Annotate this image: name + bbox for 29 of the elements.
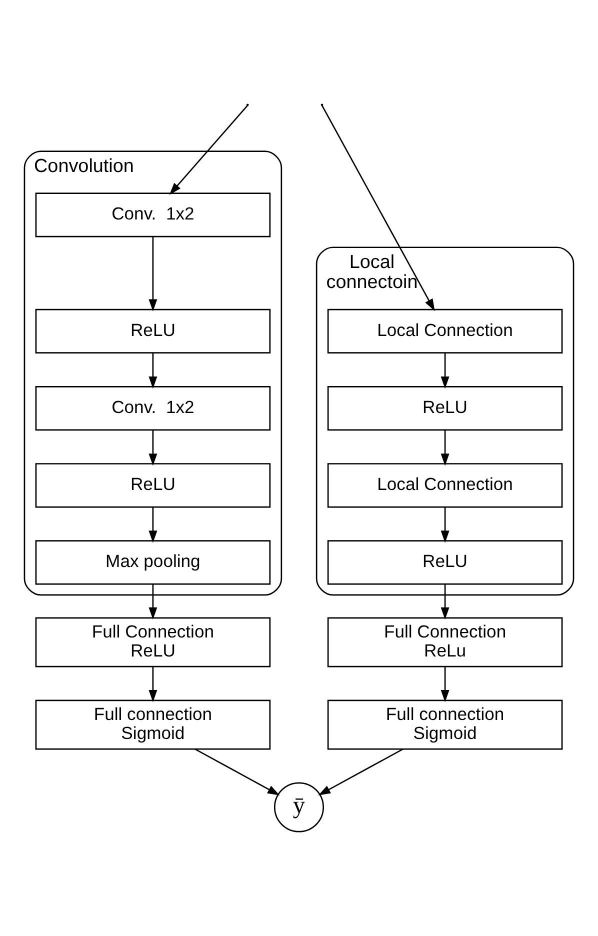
arrow <box>148 507 158 543</box>
node-box: Max pooling <box>35 540 271 585</box>
arrow <box>440 430 450 466</box>
node-box: Conv. 1x2 <box>35 386 271 431</box>
arrow <box>148 236 158 312</box>
node-box: Full connection Sigmoid <box>327 700 563 750</box>
arrow <box>440 507 450 543</box>
node-box: ReLU <box>327 540 563 585</box>
arrow <box>148 352 158 389</box>
arrow <box>148 584 158 620</box>
node-box: ReLU <box>327 386 563 431</box>
arrow <box>169 105 248 195</box>
arrow <box>440 352 450 389</box>
node-circle: ȳ <box>274 782 324 832</box>
node-box: Full connection Sigmoid <box>35 700 271 750</box>
node-box: Local Connection <box>327 463 563 508</box>
arrow <box>194 748 280 796</box>
arrow <box>148 666 158 702</box>
node-box: ReLU <box>35 308 271 354</box>
arrow <box>322 105 435 312</box>
node-box: Conv. 1x2 <box>35 192 271 238</box>
node-box: Full Connection ReLu <box>327 617 563 668</box>
node-box: Local Connection <box>327 308 563 354</box>
arrow <box>318 748 404 796</box>
arrow <box>440 666 450 702</box>
arrow <box>440 584 450 620</box>
arrow <box>148 430 158 466</box>
node-box: Full Connection ReLU <box>35 617 271 668</box>
node-box: ReLU <box>35 463 271 508</box>
